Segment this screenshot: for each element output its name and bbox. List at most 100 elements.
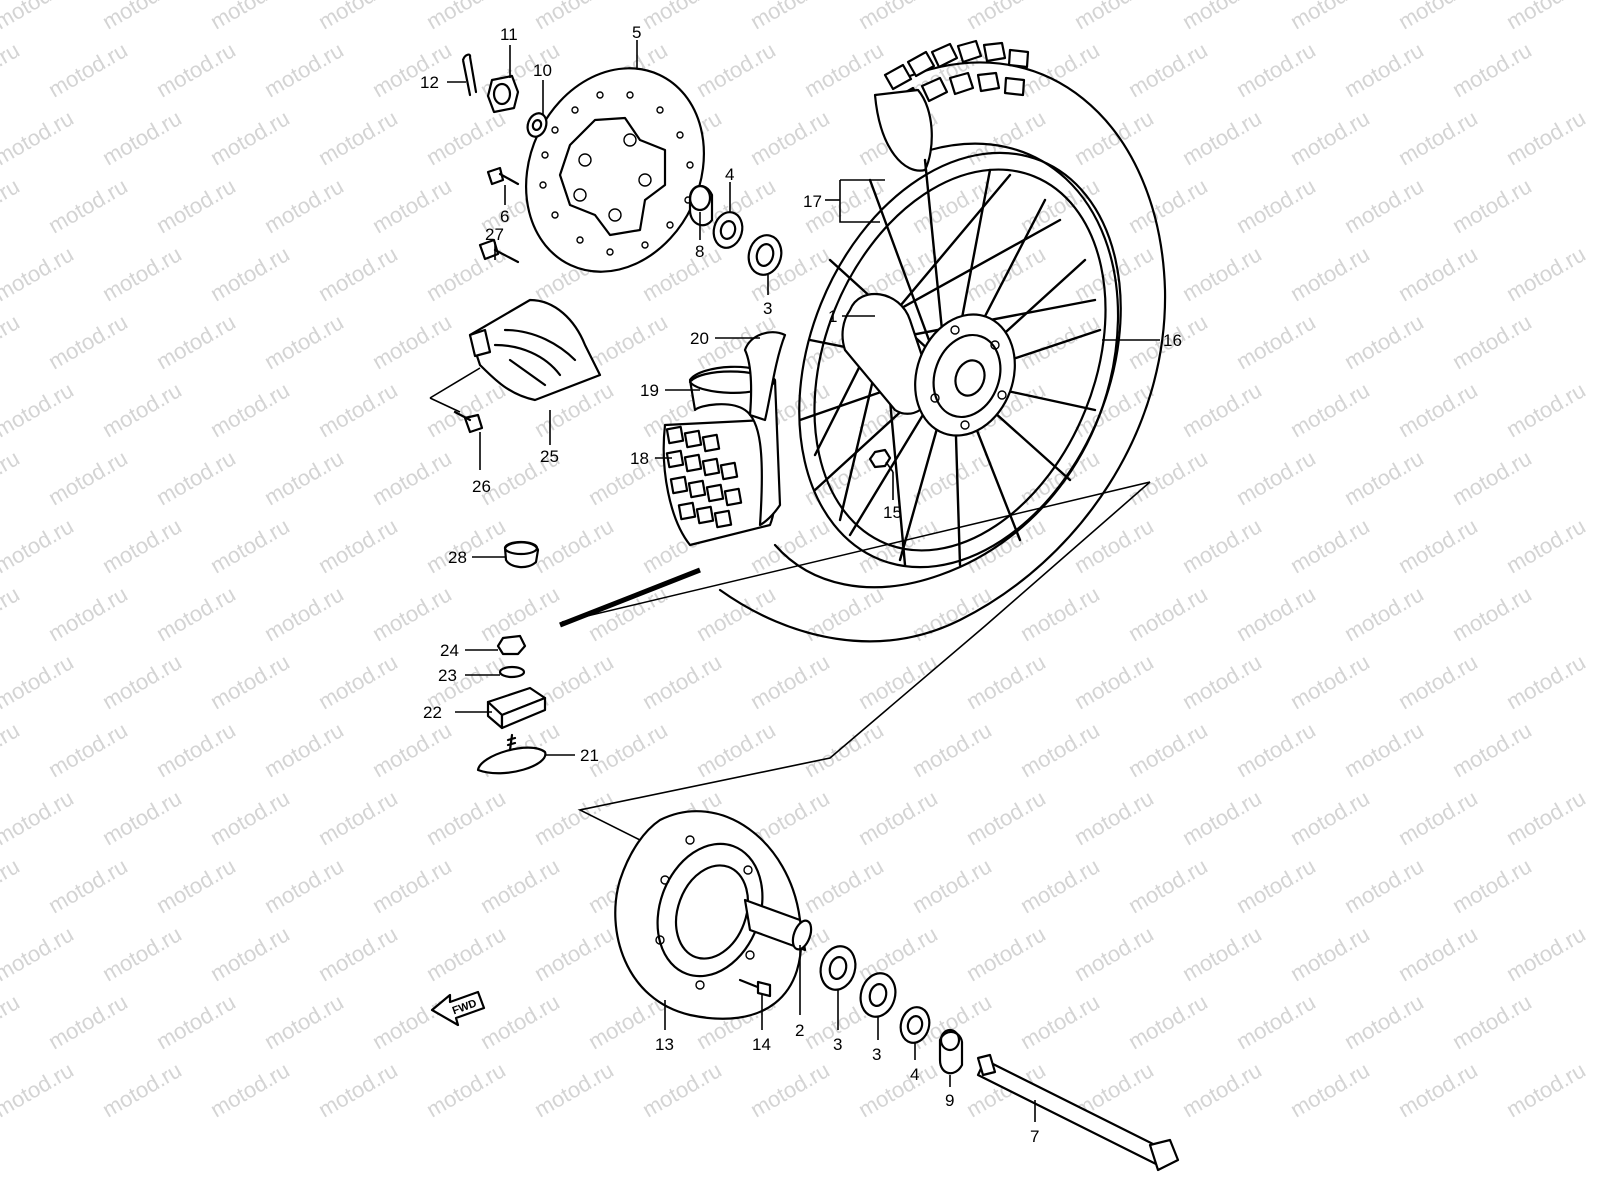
watermark-text: motod.ru [1124, 581, 1212, 646]
axle-spacer [938, 1028, 964, 1075]
watermark-text: motod.ru [152, 853, 240, 918]
watermark-text: motod.ru [1286, 513, 1374, 578]
watermark-text: motod.ru [854, 785, 942, 850]
watermark-text: motod.ru [98, 513, 186, 578]
callout-11: 11 [500, 25, 518, 44]
watermark-text: motod.ru [1124, 445, 1212, 510]
callout-23: 23 [438, 666, 457, 685]
callout-25: 25 [540, 447, 559, 466]
watermark-text: motod.ru [44, 445, 132, 510]
watermark-text: motod.ru [260, 853, 348, 918]
watermark-text: motod.ru [1070, 785, 1158, 850]
watermark-text: motod.ru [962, 105, 1050, 170]
watermark-text: motod.ru [1286, 921, 1374, 986]
callout-20: 20 [690, 329, 709, 348]
watermark-text: motod.ru [962, 649, 1050, 714]
watermark-text: motod.ru [1286, 105, 1374, 170]
watermark-text: motod.ru [0, 1057, 78, 1122]
watermark-text: motod.ru [1502, 241, 1590, 306]
watermark-text: motod.ru [0, 921, 78, 986]
watermark-text: motod.ru [638, 1057, 726, 1122]
watermark-text: motod.ru [1016, 853, 1104, 918]
watermark-text: motod.ru [0, 445, 24, 510]
watermark-text: motod.ru [1502, 1057, 1590, 1122]
watermark-text: motod.ru [1394, 513, 1482, 578]
watermark-text: motod.ru [152, 37, 240, 102]
callout-labels: 1 2 3 3 3 4 4 5 6 7 8 9 10 11 12 13 14 1… [420, 23, 1182, 1146]
fwd-direction-arrow: FWD [430, 990, 486, 1027]
rear-axle [976, 1053, 1180, 1172]
watermark-text: motod.ru [908, 445, 996, 510]
watermark-text: motod.ru [1340, 445, 1428, 510]
callout-24: 24 [440, 641, 459, 660]
watermark-text: motod.ru [1124, 989, 1212, 1054]
watermark-text: motod.ru [1070, 0, 1158, 34]
callout-3-lower-a: 3 [833, 1035, 842, 1054]
callout-16: 16 [1163, 331, 1182, 350]
watermark-text: motod.ru [152, 309, 240, 374]
leader-lines [429, 40, 1160, 1122]
watermark-text: motod.ru [530, 1057, 618, 1122]
watermark-text: motod.ru [0, 173, 24, 238]
watermark-text: motod.ru [800, 581, 888, 646]
watermark-text: motod.ru [530, 513, 618, 578]
watermark-text: motod.ru [368, 717, 456, 782]
watermark-text: motod.ru [98, 105, 186, 170]
watermark-text: motod.ru [0, 0, 78, 34]
disc-bolt [486, 166, 520, 186]
watermark-text: motod.ru [1232, 37, 1320, 102]
callout-1: 1 [828, 307, 837, 326]
watermark-text: motod.ru [368, 173, 456, 238]
watermark-text: motod.ru [1232, 853, 1320, 918]
watermark-text: motod.ru [152, 717, 240, 782]
watermark-text: motod.ru [1448, 309, 1536, 374]
axle-dark-line [559, 567, 701, 628]
watermark-text: motod.ru [746, 105, 834, 170]
callout-4-lower: 4 [910, 1065, 919, 1084]
watermark-text: motod.ru [1232, 989, 1320, 1054]
callout-21: 21 [580, 746, 599, 765]
watermark-text: motod.ru [1448, 173, 1536, 238]
watermark-text: motod.ru [1124, 37, 1212, 102]
watermark-text: motod.ru [854, 0, 942, 34]
watermark-text: motod.ru [1232, 445, 1320, 510]
watermark-text: motod.ru [1448, 37, 1536, 102]
rim-lock [476, 634, 547, 775]
watermark-text: motod.ru [44, 581, 132, 646]
watermark-text: motod.ru [1340, 989, 1428, 1054]
tire-and-tube [662, 331, 787, 547]
watermark-text: motod.ru [0, 717, 24, 782]
watermark-text: motod.ru [1340, 717, 1428, 782]
watermark-text: motod.ru [422, 921, 510, 986]
watermark-text: motod.ru [1070, 649, 1158, 714]
watermark-text: motod.ru [260, 581, 348, 646]
callout-26: 26 [472, 477, 491, 496]
watermark-text: motod.ru [314, 0, 402, 34]
watermark-text: motod.ru [1340, 309, 1428, 374]
watermark-text: motod.ru [422, 105, 510, 170]
watermark-text: motod.ru [584, 445, 672, 510]
callout-2: 2 [795, 1021, 804, 1040]
watermark-text: motod.ru [368, 989, 456, 1054]
watermark-text: motod.ru [206, 921, 294, 986]
watermark-text: motod.ru [0, 37, 24, 102]
watermark-text: motod.ru [0, 989, 24, 1054]
guard-bolt [478, 238, 520, 264]
rear-wheel [559, 39, 1167, 841]
watermark-text: motod.ru [260, 37, 348, 102]
hub-spacer [743, 898, 813, 952]
watermark-text: motod.ru [1286, 1057, 1374, 1122]
watermark-text: motod.ru [1178, 785, 1266, 850]
watermark-text: motod.ru [1286, 377, 1374, 442]
upper-hub-parts [688, 184, 783, 276]
watermark-text: motod.ru [368, 581, 456, 646]
watermark-text: motod.ru [1448, 853, 1536, 918]
watermark-text: motod.ru [44, 309, 132, 374]
callout-27: 27 [485, 225, 504, 244]
watermark-text: motod.ru [854, 513, 942, 578]
watermark-text: motod.ru [422, 513, 510, 578]
watermark-text: motod.ru [368, 853, 456, 918]
tire-18-knobs [665, 425, 743, 529]
watermark-text: motod.ru [1394, 1057, 1482, 1122]
axle-center-line [561, 481, 1151, 623]
